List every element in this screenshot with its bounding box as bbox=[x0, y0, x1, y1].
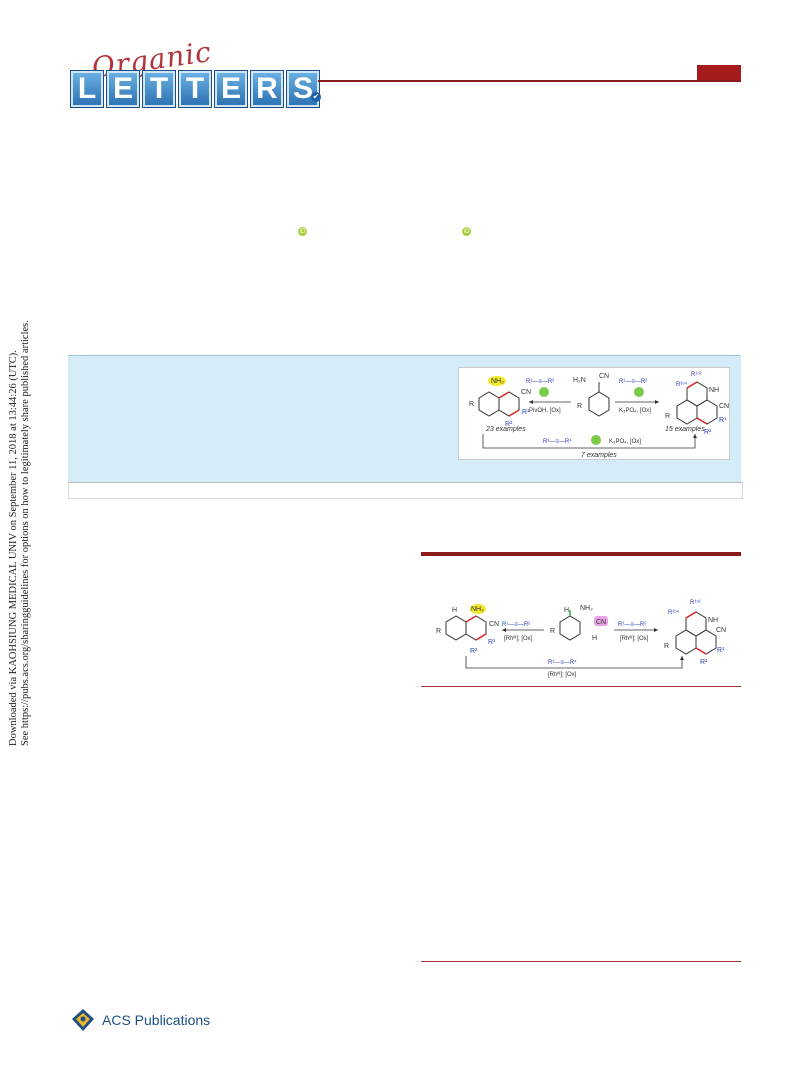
scheme-r-left: R bbox=[436, 628, 441, 635]
logo-letter: E bbox=[106, 70, 140, 108]
scheme-r-right: R bbox=[664, 643, 669, 650]
download-notice-line1: Downloaded via KAOHSIUNG MEDICAL UNIV on… bbox=[8, 350, 19, 746]
toc-alkyne-right: R¹—≡—R² bbox=[619, 379, 647, 385]
scheme-bottom-reagent: [Rhᴵᴵᴵ]; [Ox] bbox=[548, 671, 577, 678]
download-notice-line2[interactable]: See https://pubs.acs.org/sharingguidelin… bbox=[20, 320, 31, 746]
scheme-h-center: H bbox=[564, 607, 569, 614]
toc-nh2: NH₂ bbox=[491, 378, 504, 385]
scheme-cn-right: CN bbox=[716, 627, 726, 634]
scheme-cn-left: CN bbox=[489, 621, 499, 628]
abstract-footer bbox=[68, 482, 743, 499]
section-rule bbox=[421, 552, 741, 556]
section-rule-thin bbox=[421, 961, 741, 962]
rh-catalyst-icon bbox=[591, 435, 601, 445]
header-tab bbox=[697, 65, 741, 80]
scheme-h: H bbox=[452, 607, 457, 614]
logo-letter: S bbox=[286, 70, 320, 108]
section-rule-thin bbox=[421, 686, 741, 687]
logo-letter: T bbox=[142, 70, 176, 108]
toc-alkyne-bottom: R³—≡—R⁴ bbox=[543, 438, 572, 445]
toc-left-examples: 23 examples bbox=[485, 426, 526, 433]
scheme-r1-left: R¹ bbox=[488, 639, 496, 646]
scheme-alkyne-bottom: R³—≡—R⁴ bbox=[548, 659, 577, 666]
scheme-nh: NH bbox=[708, 617, 718, 624]
logo-letter: T bbox=[178, 70, 212, 108]
toc-cn-center: CN bbox=[599, 373, 609, 380]
toc-scheme-svg: NH₂ CN R R¹ R² 23 examples H₂N CN R R¹—≡… bbox=[469, 372, 729, 459]
toc-alkyne-left: R¹—≡—R² bbox=[526, 379, 554, 385]
ring bbox=[588, 391, 610, 417]
rh-catalyst-icon bbox=[539, 387, 549, 397]
toc-r12: R¹ᵓ² bbox=[691, 372, 701, 378]
toc-cn-right: CN bbox=[719, 403, 729, 410]
toc-r2: R² bbox=[505, 421, 513, 428]
publisher-name: ACS Publications bbox=[102, 1012, 211, 1028]
toc-h2n: H₂N bbox=[573, 377, 586, 384]
scheme-h-center-low: H bbox=[592, 635, 597, 642]
toc-left-conditions: PivOH, [Ox] bbox=[529, 408, 561, 414]
toc-nh: NH bbox=[709, 387, 719, 394]
rh-catalyst-icon bbox=[634, 387, 644, 397]
toc-r1-right: R¹ bbox=[719, 417, 727, 424]
orcid-icon[interactable]: iD bbox=[298, 227, 307, 236]
toc-graphic: NH₂ CN R R¹ R² 23 examples H₂N CN R R¹—≡… bbox=[458, 367, 730, 460]
scheme-nh2-center: NH₂ bbox=[580, 605, 593, 612]
toc-cn: CN bbox=[521, 389, 531, 396]
reaction-scheme: H NH₂ CN R R¹ R² R¹—≡—R² [Rhᴵᴵᴵ]; [Ox] H… bbox=[432, 596, 732, 680]
toc-r: R bbox=[469, 401, 474, 408]
scheme-left-reagent: [Rhᴵᴵᴵ]; [Ox] bbox=[504, 635, 533, 642]
toc-bottom-conditions: K₃PO₄, [Ox] bbox=[609, 439, 641, 445]
toc-r1: R¹ bbox=[522, 409, 530, 416]
ring bbox=[478, 391, 500, 417]
scheme-alkyne-left: R¹—≡—R² bbox=[502, 622, 530, 628]
orcid-icon[interactable]: iD bbox=[462, 227, 471, 236]
toc-r-right: R bbox=[665, 413, 670, 420]
scheme-right-reagent: [Rhᴵᴵᴵ]; [Ox] bbox=[620, 635, 649, 642]
header-rule bbox=[318, 80, 741, 82]
acs-logo-icon bbox=[72, 1009, 94, 1031]
download-notice: Downloaded via KAOHSIUNG MEDICAL UNIV on… bbox=[8, 306, 32, 746]
scheme-r2-right: R² bbox=[700, 659, 708, 666]
logo-letter: L bbox=[70, 70, 104, 108]
scheme-nh2-left: NH₂ bbox=[471, 606, 484, 613]
scheme-r34: R³ᵓ⁴ bbox=[668, 609, 679, 616]
toc-bottom-examples: 7 examples bbox=[581, 452, 617, 459]
toc-r2-right: R² bbox=[704, 429, 712, 436]
scheme-r12: R¹ᵓ² bbox=[690, 600, 700, 606]
reaction-scheme-svg: H NH₂ CN R R¹ R² R¹—≡—R² [Rhᴵᴵᴵ]; [Ox] H… bbox=[436, 600, 726, 678]
scheme-r2-left: R² bbox=[470, 648, 478, 655]
publisher-logo[interactable]: ACS Publications bbox=[70, 1006, 210, 1034]
scheme-r-center: R bbox=[550, 628, 555, 635]
journal-logo: L E T T E R S bbox=[70, 70, 320, 108]
scheme-r1-right: R¹ bbox=[717, 647, 725, 654]
logo-letter: R bbox=[250, 70, 284, 108]
toc-r-center: R bbox=[577, 403, 582, 410]
toc-right-conditions: K₃PO₄, [Ox] bbox=[619, 408, 651, 414]
highlight bbox=[488, 376, 506, 386]
logo-letter: E bbox=[214, 70, 248, 108]
toc-r34: R³ᵓ⁴ bbox=[676, 381, 687, 388]
toc-right-examples: 15 examples bbox=[665, 426, 705, 433]
verified-check-icon: ✔ bbox=[311, 92, 321, 102]
scheme-cn-center: CN bbox=[596, 619, 606, 626]
scheme-alkyne-right: R¹—≡—R² bbox=[618, 622, 646, 628]
